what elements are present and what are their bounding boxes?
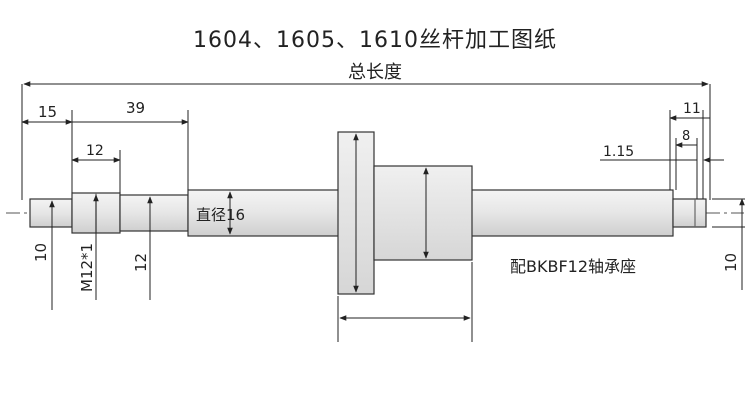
dim-39-label: 39 [126, 99, 145, 117]
nut-length-dimension [337, 262, 473, 342]
drawing-title: 1604、1605、1610丝杆加工图纸 [193, 28, 557, 53]
diameter-arrows [227, 133, 429, 293]
dim-8-label: 8 [682, 129, 690, 144]
diameter-16-label: 直径16 [196, 206, 245, 224]
left-diameter-dimensions [49, 194, 153, 310]
ball-nut [337, 131, 473, 295]
dim-11-label: 11 [683, 101, 701, 117]
total-length-dimension [21, 81, 711, 200]
m12-thread-label: M12*1 [78, 243, 96, 292]
dim-1-15-label: 1.15 [603, 144, 634, 160]
dim-12-top-label: 12 [86, 143, 104, 159]
left-end-dimensions [21, 110, 189, 193]
bearing-seat-note: 配BKBF12轴承座 [510, 257, 636, 276]
total-length-label: 总长度 [348, 62, 402, 83]
dim-10-left-label: 10 [32, 243, 50, 262]
right-end-dimensions [600, 110, 745, 290]
dim-15-label: 15 [38, 103, 57, 121]
dim-12-left-label: 12 [132, 253, 150, 272]
dim-10-right-label: 10 [722, 253, 740, 272]
